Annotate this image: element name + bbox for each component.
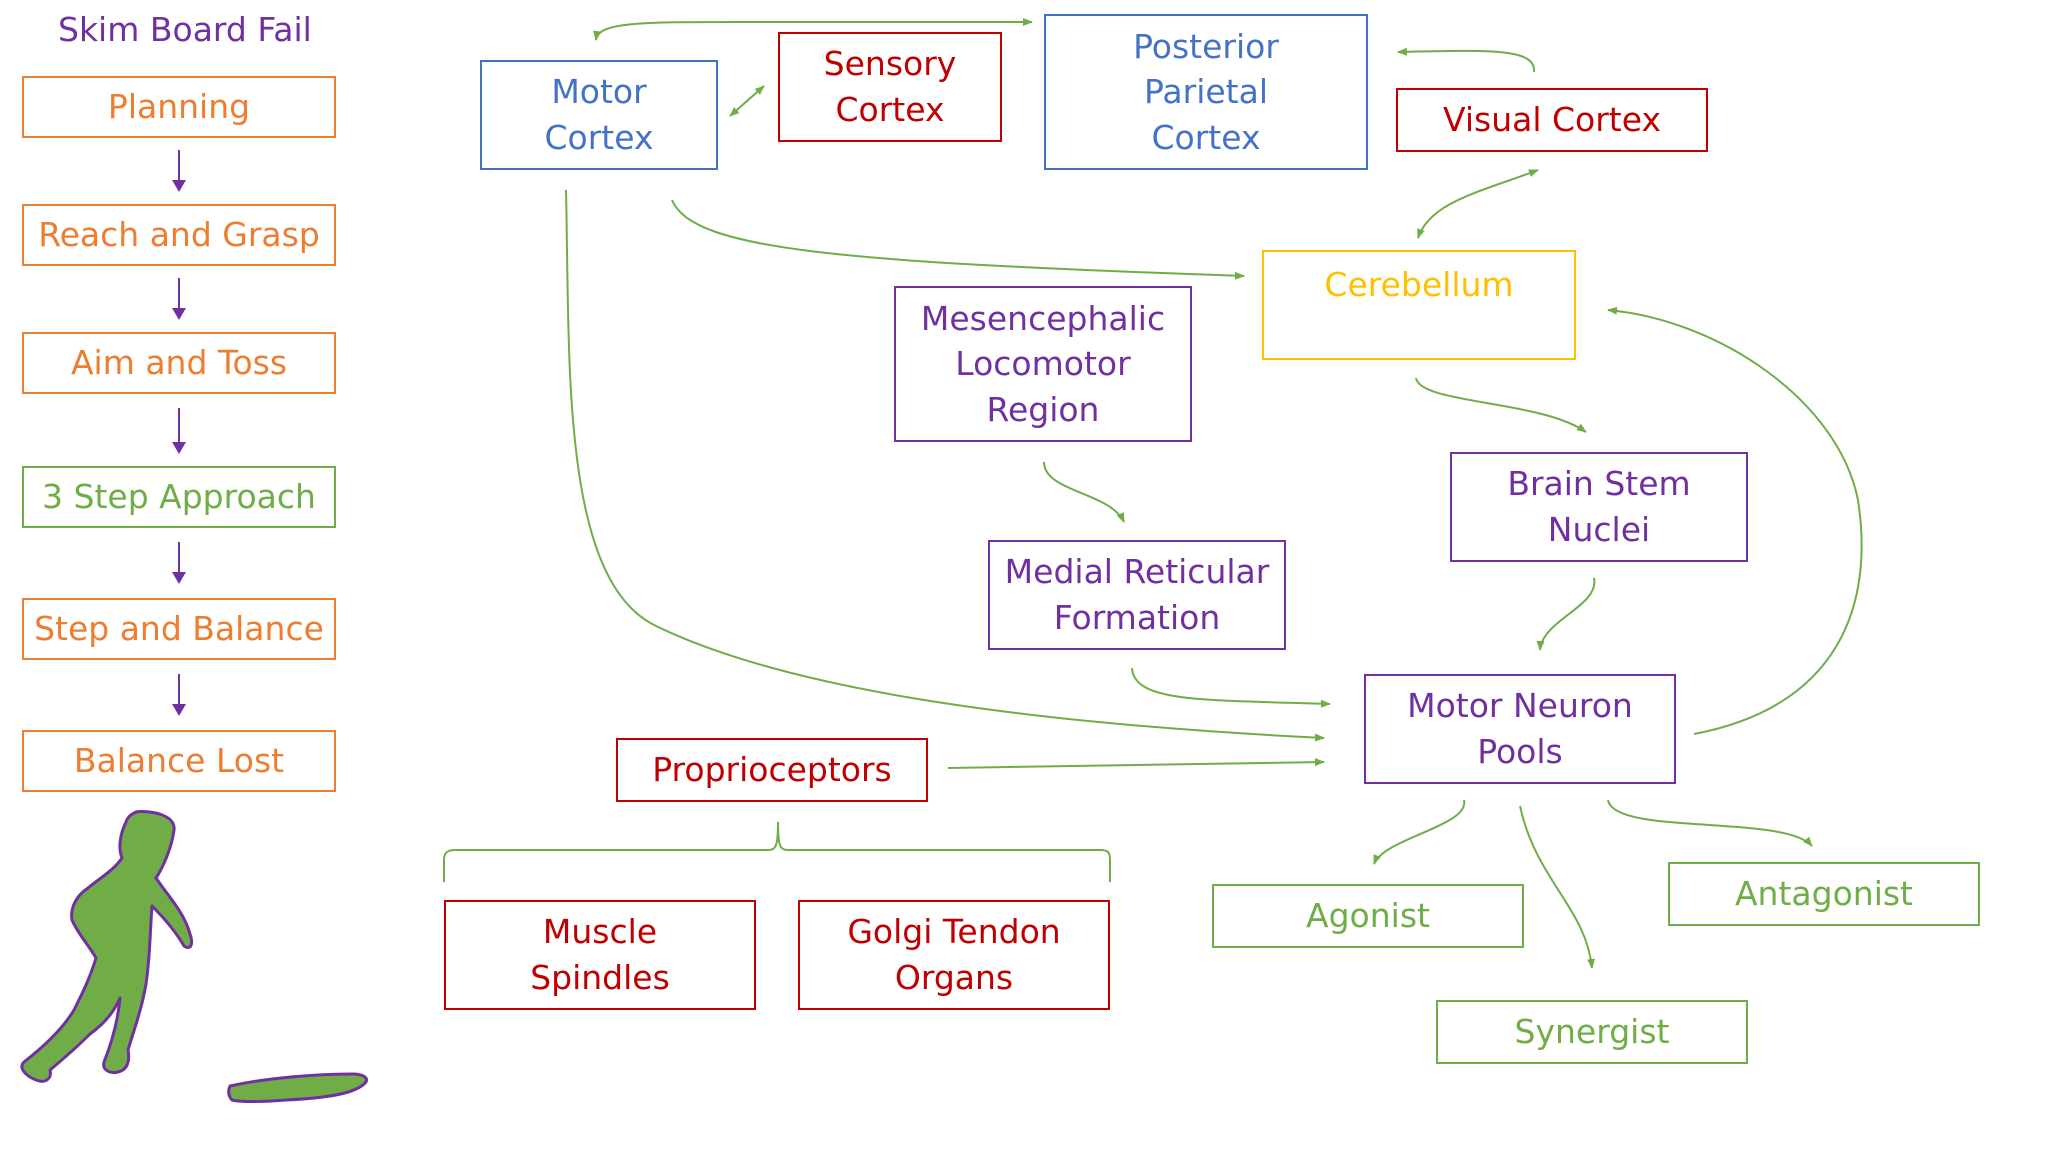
node-mesencephalic-locomotor-region: Mesencephalic Locomotor Region bbox=[894, 286, 1192, 442]
step-label: Aim and Toss bbox=[70, 343, 288, 383]
edge-visual-to-parietal bbox=[1397, 47, 1536, 73]
node-label: Mesencephalic Locomotor Region bbox=[920, 298, 1166, 429]
edge-mlr-to-mrf bbox=[1043, 461, 1125, 523]
node-label: Motor Neuron Pools bbox=[1407, 686, 1633, 771]
step-balance-lost: Balance Lost bbox=[22, 730, 336, 792]
skim-board-shape bbox=[227, 1072, 368, 1103]
edge-motor-to-mnp bbox=[565, 189, 1325, 742]
step-aim-and-toss: Aim and Toss bbox=[22, 332, 336, 394]
node-label: Antagonist bbox=[1734, 874, 1913, 914]
node-label: Golgi Tendon Organs bbox=[847, 912, 1061, 997]
edge-motor-to-sensory bbox=[729, 85, 765, 117]
node-golgi-tendon-organs: Golgi Tendon Organs bbox=[798, 900, 1110, 1010]
node-label: Synergist bbox=[1514, 1012, 1670, 1052]
node-label: Proprioceptors bbox=[652, 750, 892, 790]
node-visual-cortex: Visual Cortex bbox=[1396, 88, 1708, 152]
edge-mnp-to-agonist bbox=[1373, 799, 1466, 865]
edge-cerebellum-to-brainstem bbox=[1415, 377, 1587, 433]
step-arrow bbox=[172, 150, 186, 192]
node-label: Brain Stem Nuclei bbox=[1507, 464, 1691, 549]
step-arrow bbox=[172, 674, 186, 716]
step-label: Step and Balance bbox=[34, 609, 324, 649]
node-synergist: Synergist bbox=[1436, 1000, 1748, 1064]
edge-visual-cerebellum bbox=[1417, 169, 1539, 239]
node-motor-cortex: Motor Cortex bbox=[480, 60, 718, 170]
node-label: Agonist bbox=[1306, 896, 1430, 936]
node-posterior-parietal-cortex: Posterior Parietal Cortex bbox=[1044, 14, 1368, 170]
node-label: Visual Cortex bbox=[1443, 100, 1661, 140]
node-motor-neuron-pools: Motor Neuron Pools bbox=[1364, 674, 1676, 784]
step-label: Balance Lost bbox=[73, 741, 285, 781]
node-brain-stem-nuclei: Brain Stem Nuclei bbox=[1450, 452, 1748, 562]
diagram-title: Skim Board Fail bbox=[58, 10, 312, 49]
edge-mrf-to-mnp bbox=[1131, 667, 1331, 708]
node-label: Posterior Parietal Cortex bbox=[1133, 26, 1279, 157]
node-proprioceptors: Proprioceptors bbox=[616, 738, 928, 802]
step-planning: Planning bbox=[22, 76, 336, 138]
edge-brainstem-to-mnp bbox=[1536, 577, 1596, 651]
step-arrow bbox=[172, 542, 186, 584]
step-3-step-approach: 3 Step Approach bbox=[22, 466, 336, 528]
step-label: Reach and Grasp bbox=[38, 215, 320, 255]
node-cerebellum: Cerebellum bbox=[1262, 250, 1576, 360]
edge-proprioceptors-to-mnp bbox=[947, 758, 1325, 769]
step-label: 3 Step Approach bbox=[42, 477, 316, 517]
node-sensory-cortex: Sensory Cortex bbox=[778, 32, 1002, 142]
node-label: Muscle Spindles bbox=[530, 912, 670, 997]
edge-motor-to-cerebellum bbox=[671, 199, 1245, 280]
node-medial-reticular-formation: Medial Reticular Formation bbox=[988, 540, 1286, 650]
node-agonist: Agonist bbox=[1212, 884, 1524, 948]
node-label: Medial Reticular Formation bbox=[1004, 552, 1270, 637]
proprioceptor-brace bbox=[443, 821, 1111, 882]
node-label: Sensory Cortex bbox=[823, 44, 957, 129]
edge-mnp-to-synergist bbox=[1519, 805, 1596, 969]
node-label: Cerebellum bbox=[1324, 265, 1514, 304]
step-step-and-balance: Step and Balance bbox=[22, 598, 336, 660]
edge-mnp-to-antagonist bbox=[1607, 799, 1813, 847]
step-label: Planning bbox=[107, 87, 251, 127]
step-arrow bbox=[172, 408, 186, 454]
node-muscle-spindles: Muscle Spindles bbox=[444, 900, 756, 1010]
node-label: Motor Cortex bbox=[544, 72, 654, 157]
step-arrow bbox=[172, 278, 186, 320]
step-reach-and-grasp: Reach and Grasp bbox=[22, 204, 336, 266]
falling-person-silhouette bbox=[20, 810, 194, 1083]
node-antagonist: Antagonist bbox=[1668, 862, 1980, 926]
